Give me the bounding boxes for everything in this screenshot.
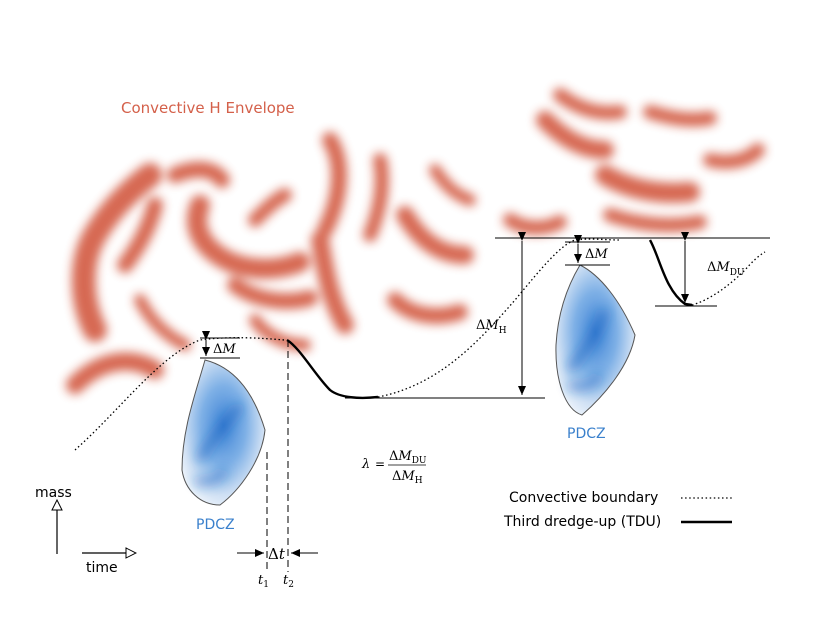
convective-envelope-swirls [66, 88, 765, 394]
envelope-label: Convective H Envelope [121, 99, 295, 117]
pdcz-label-1: PDCZ [196, 517, 235, 533]
lambda-equation: λ = ΔMDU ΔMH [361, 449, 427, 486]
pdcz-inner-swirl-2 [567, 309, 608, 390]
delta-t-label: Δt [268, 545, 286, 563]
tdu-curve-2 [648, 239, 693, 307]
delta-m-label-1: ΔM [213, 342, 236, 357]
svg-text:λ: λ [361, 457, 370, 472]
t2-label: t2 [283, 573, 294, 590]
legend-tdu-label: Third dredge-up (TDU) [503, 514, 661, 530]
t1-label: t1 [258, 573, 269, 590]
legend-convective-boundary-label: Convective boundary [509, 490, 658, 506]
svg-text:ΔMH: ΔMH [392, 469, 423, 486]
svg-text:=: = [375, 457, 385, 471]
svg-text:ΔMDU: ΔMDU [389, 449, 427, 466]
convective-boundary-curve [74, 238, 766, 451]
pdcz-inner-swirl-1 [193, 403, 243, 485]
time-axis-label: time [86, 560, 118, 576]
pdcz-label-2: PDCZ [567, 426, 606, 442]
mass-axis-label: mass [35, 485, 72, 501]
pdcz-shape-2 [555, 264, 636, 416]
delta-m-label-2: ΔM [585, 247, 608, 262]
pdcz-shape-1 [181, 359, 266, 506]
delta-mdu-label: ΔMDU [707, 260, 745, 278]
delta-mh-label: ΔMH [476, 318, 507, 336]
